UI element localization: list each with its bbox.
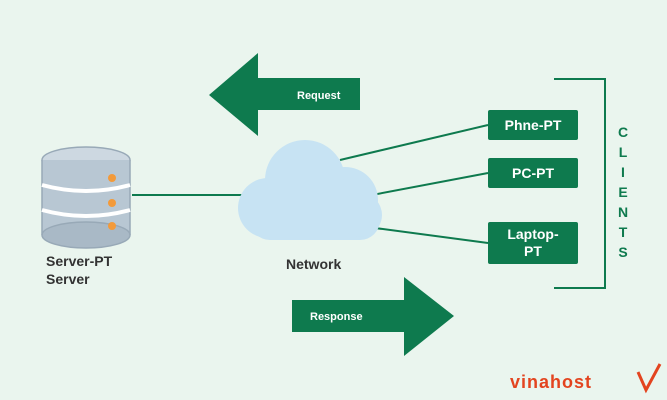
clients-letter-s: S [618, 244, 628, 260]
brand-watermark: vinahost [510, 372, 593, 392]
server-label: Server-PT Server [46, 252, 112, 288]
server-label-line1: Server-PT [46, 253, 113, 269]
server-database-icon [41, 146, 131, 249]
client-phone-box: Phne-PT [488, 110, 578, 140]
client-pc-box: PC-PT [488, 158, 578, 188]
request-label: Request [297, 90, 341, 102]
clients-letter-e: E [618, 184, 628, 200]
clients-letter-t: T [618, 224, 628, 240]
network-phone-line [339, 124, 489, 161]
client-laptop-label-line2: PT [524, 243, 542, 259]
clients-letter-n: N [617, 204, 629, 220]
client-laptop-box: Laptop- PT [488, 222, 578, 264]
server-label-line2: Server [46, 271, 90, 287]
client-phone-label: Phne-PT [504, 117, 562, 133]
network-laptop-line [374, 227, 489, 244]
brand-check-icon [636, 363, 662, 394]
response-arrow [292, 277, 454, 356]
client-laptop-label-line1: Laptop- [507, 226, 559, 242]
client-pc-label: PC-PT [512, 165, 554, 181]
clients-letter-c: C [617, 124, 629, 140]
network-pc-line [371, 172, 489, 196]
response-label: Response [310, 311, 363, 323]
network-cloud-icon [238, 140, 382, 240]
request-arrow [209, 53, 360, 136]
clients-bracket [554, 78, 606, 289]
clients-letter-l: L [618, 144, 628, 160]
network-label: Network [286, 256, 342, 272]
clients-letter-i: I [621, 164, 625, 180]
